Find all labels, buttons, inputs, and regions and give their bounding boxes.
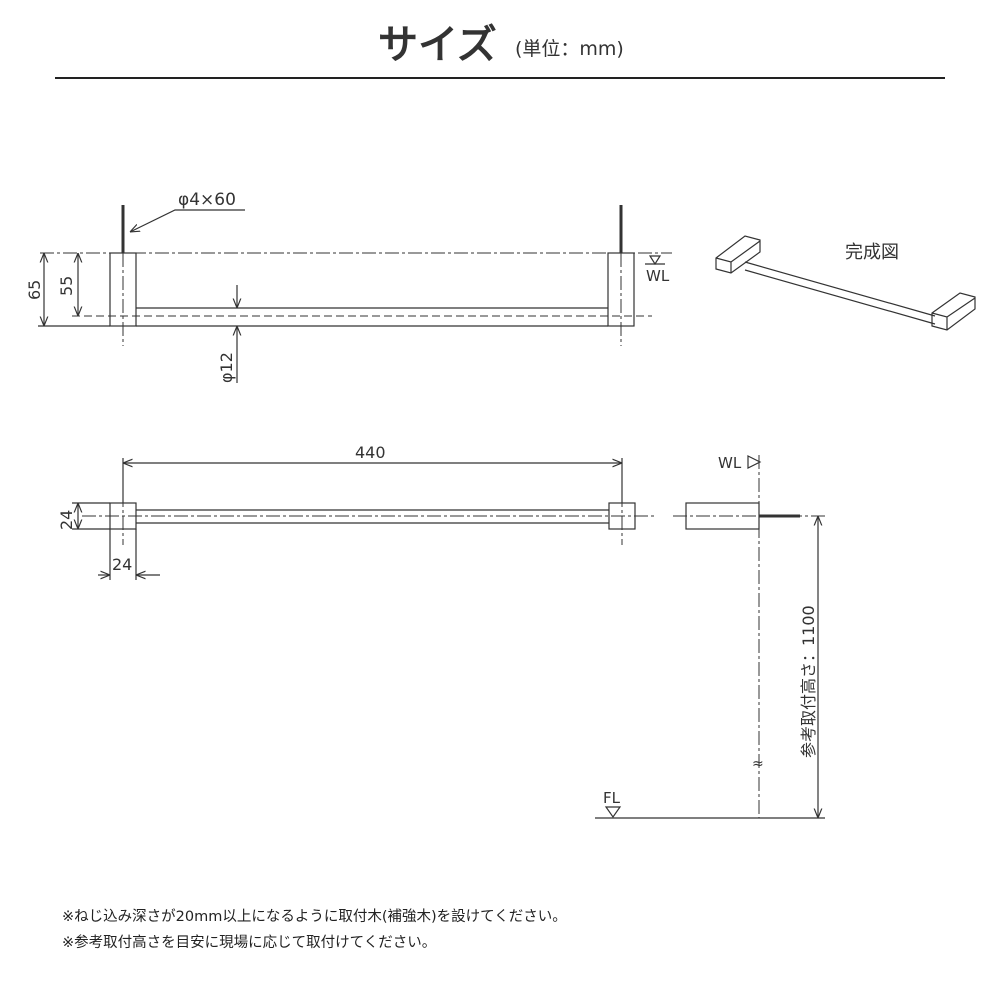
fl-triangle-icon: [604, 806, 622, 819]
wl-triangle-side-icon: [747, 455, 762, 469]
unit-label: (単位：mm): [515, 38, 624, 60]
wl-triangle-icon: [645, 255, 665, 266]
note-install-height: ※参考取付高さを目安に現場に応じて取付けてください。: [62, 935, 437, 951]
page-title: サイズ: [378, 22, 497, 68]
dim-55: 55: [57, 276, 76, 296]
dim-65: 65: [25, 280, 44, 300]
fl-label: FL: [603, 789, 621, 807]
dim-block-width: 24: [112, 555, 132, 574]
reference-height-label: 参考取付高さ：1100: [799, 605, 818, 758]
dim-block-height: 24: [57, 510, 76, 530]
wl-label-side: WL: [718, 454, 742, 472]
dim-pipe-diameter: φ12: [217, 352, 236, 383]
top-view: φ4×60 65 55 φ12 WL: [25, 190, 672, 383]
front-view: 440 24 24: [57, 443, 655, 580]
completed-view-label: 完成図: [845, 242, 899, 263]
iso-view: 完成図: [715, 235, 976, 331]
screw-spec-label: φ4×60: [178, 190, 236, 210]
side-view: WL 参考取付高さ：1100 ≈ FL: [595, 454, 825, 819]
wl-label-top: WL: [646, 267, 670, 285]
dim-width-440: 440: [355, 443, 386, 462]
break-symbol: ≈: [752, 756, 764, 772]
note-screw-depth: ※ねじ込み深さが20mm以上になるように取付木(補強木)を設けてください。: [62, 909, 567, 925]
